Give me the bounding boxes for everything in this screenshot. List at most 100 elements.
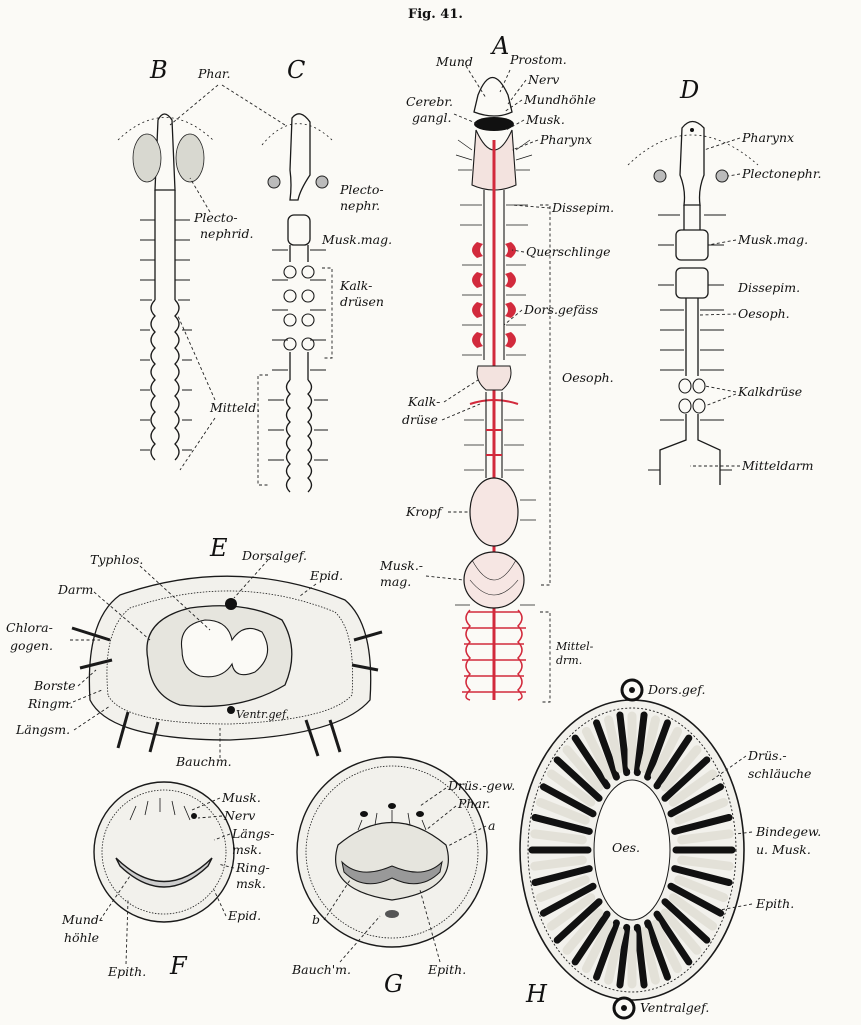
panel-c-plectonephr-left bbox=[268, 176, 280, 188]
label-f-musk: Musk. bbox=[221, 790, 261, 805]
label-e-darm: Darm bbox=[57, 582, 93, 597]
panel-label-h: H bbox=[525, 980, 548, 1008]
label-a-nerv: Nerv bbox=[527, 72, 559, 87]
panel-d-plectonephr-right bbox=[716, 170, 728, 182]
epithelial-fold bbox=[535, 860, 583, 866]
label-c-kalk-1: Kalk- bbox=[339, 278, 372, 293]
panel-c-muscular-stomach bbox=[288, 215, 310, 245]
label-h-drues-1: Drüs.- bbox=[747, 748, 787, 763]
panel-b-diagram bbox=[118, 114, 213, 460]
panel-a-diagram bbox=[455, 78, 550, 703]
label-a-pharynx: Pharynx bbox=[539, 132, 592, 147]
label-e-ventrgef: Ventr.gef. bbox=[236, 708, 289, 721]
label-g-bauchm: Bauch'm. bbox=[291, 962, 351, 977]
label-a-musk: Musk. bbox=[525, 112, 565, 127]
label-a-kropf: Kropf bbox=[405, 504, 444, 519]
label-a-mittel-2: drm. bbox=[556, 654, 582, 667]
label-d-pharynx: Pharynx bbox=[741, 130, 794, 145]
epithelial-fold bbox=[535, 834, 583, 840]
label-e-dorsalgef: Dorsalgef. bbox=[241, 548, 307, 563]
panel-e-ventral-vessel bbox=[227, 706, 235, 714]
panel-c-tube bbox=[290, 245, 308, 380]
label-f-ring-1: Ring- bbox=[235, 860, 270, 875]
panel-d-segment-ticks bbox=[648, 215, 732, 470]
panel-a-crop bbox=[470, 478, 518, 546]
panel-d-pharynx bbox=[680, 122, 704, 206]
label-e-chlora-2: gogen. bbox=[10, 638, 53, 653]
label-h-ventralgef: Ventralgef. bbox=[640, 1000, 709, 1015]
panel-b-plectonephridia-left bbox=[133, 134, 161, 182]
panel-f-outer-wall bbox=[94, 782, 234, 922]
panel-h-ventral-vessel-core bbox=[621, 1005, 627, 1011]
label-a-kalk-2: drüse bbox=[402, 412, 438, 427]
label-f-laengs-1: Längs- bbox=[231, 826, 274, 841]
label-a-mittel-1: Mittel- bbox=[555, 640, 594, 653]
panel-d-oesophagus bbox=[686, 298, 698, 376]
label-g-a: a bbox=[488, 818, 495, 833]
panel-d-midgut bbox=[660, 414, 720, 485]
panel-label-b: B bbox=[149, 56, 168, 84]
label-g-phar: Phar. bbox=[457, 796, 491, 811]
leader-phar bbox=[170, 85, 285, 125]
label-d-oesoph: Oesoph. bbox=[738, 306, 790, 321]
panel-g-ventral-nerve bbox=[385, 910, 399, 918]
label-f-epid: Epid. bbox=[227, 908, 261, 923]
panel-f-diagram bbox=[94, 782, 234, 922]
panel-label-a: A bbox=[490, 32, 509, 60]
label-d-mitteldarm: Mitteldarm bbox=[741, 458, 814, 473]
panel-b-midgut-left bbox=[151, 300, 155, 460]
panel-a-bracket-oesoph bbox=[540, 205, 550, 585]
label-a-cerebr-2: gangl. bbox=[412, 110, 451, 125]
panel-a-calciferous-gland bbox=[477, 366, 511, 390]
panel-c-segment-ticks bbox=[268, 250, 328, 460]
figure-title: Fig. 41. bbox=[408, 7, 463, 22]
label-a-muskmag-2: mag. bbox=[380, 574, 411, 589]
label-f-ring-2: msk. bbox=[236, 876, 266, 891]
label-a-cerebr-1: Cerebr. bbox=[406, 94, 453, 109]
label-a-querschlinge: Querschlinge bbox=[526, 244, 611, 259]
label-b-mitteld: Mitteld. bbox=[209, 400, 260, 415]
label-d-muskmag: Musk.mag. bbox=[737, 232, 808, 247]
leader-mitteld bbox=[178, 316, 215, 470]
label-c-kalk-2: drüsen bbox=[340, 294, 384, 309]
panel-e-typhlosole bbox=[181, 620, 267, 677]
label-f-mund-1: Mund- bbox=[61, 912, 103, 927]
label-h-drues-2: schläuche bbox=[748, 766, 811, 781]
panel-d-mouth-dot bbox=[690, 128, 694, 132]
panel-label-c: C bbox=[287, 56, 305, 84]
panel-c-midgut-left bbox=[287, 380, 291, 492]
panel-label-e: E bbox=[209, 534, 228, 562]
label-h-dorsgef: Dors.gef. bbox=[647, 682, 705, 697]
label-e-laengsm: Längsm. bbox=[15, 722, 70, 737]
label-e-typhlos: Typhlos. bbox=[90, 552, 143, 567]
panel-label-f: F bbox=[169, 952, 188, 980]
epithelial-fold bbox=[682, 834, 730, 840]
panel-c-midgut-right bbox=[308, 380, 312, 492]
panel-c-bracket-kalk bbox=[322, 268, 332, 358]
panel-d-diagram bbox=[628, 122, 758, 486]
panel-c-calciferous-glands bbox=[284, 266, 314, 350]
label-f-laengs-2: msk. bbox=[232, 842, 262, 857]
panel-label-d: D bbox=[679, 76, 699, 104]
label-e-borste: Borste bbox=[33, 678, 76, 693]
label-g-druesgew: Drüs.-gew. bbox=[447, 778, 515, 793]
panel-f-nerve bbox=[191, 813, 197, 819]
label-f-nerv: Nerv bbox=[223, 808, 255, 823]
label-h-oes: Oes. bbox=[612, 840, 640, 855]
label-g-b: b bbox=[312, 912, 320, 927]
label-f-mund-2: höhle bbox=[64, 930, 99, 945]
panel-e-dorsal-vessel bbox=[225, 598, 237, 610]
panel-d-calciferous-glands bbox=[679, 379, 705, 413]
label-a-mund: Mund bbox=[435, 54, 473, 69]
label-h-binde-2: u. Musk. bbox=[756, 842, 811, 857]
panel-c-bracket-mittel bbox=[258, 375, 268, 485]
panel-label-g: G bbox=[384, 970, 403, 998]
label-a-kalk-1: Kalk- bbox=[407, 394, 440, 409]
panel-b-midgut-right bbox=[175, 300, 179, 460]
label-h-binde-1: Bindegew. bbox=[755, 824, 821, 839]
label-d-dissepim: Dissepim. bbox=[737, 280, 800, 295]
label-a-dissepim: Dissepim. bbox=[551, 200, 614, 215]
label-d-plectonephr: Plectonephr. bbox=[741, 166, 821, 181]
panel-c-pharynx bbox=[290, 114, 310, 200]
